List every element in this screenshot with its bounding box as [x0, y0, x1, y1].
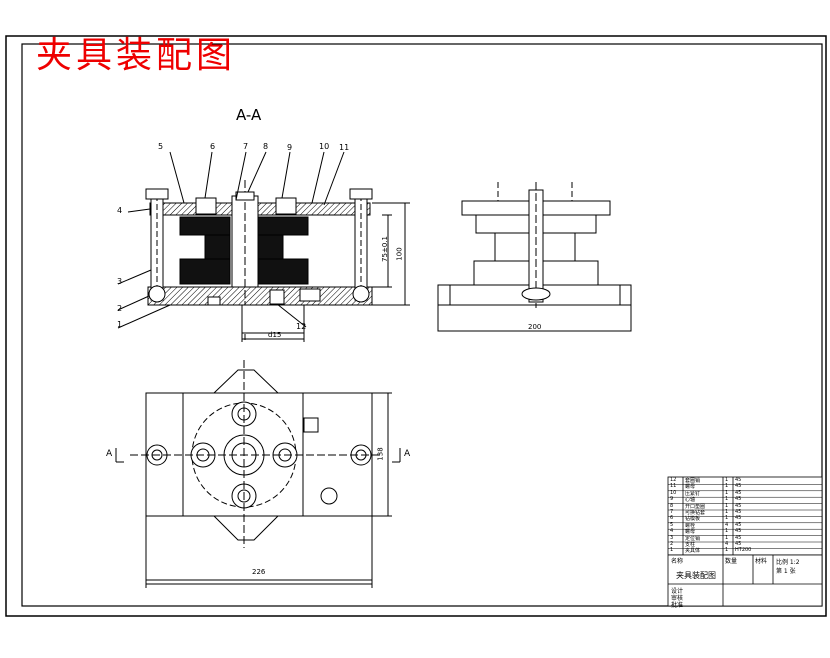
right-post	[354, 194, 368, 301]
parts-row-material: HT200	[735, 547, 752, 554]
header-name: 名称	[671, 558, 684, 565]
parts-row-name: 支柱	[685, 542, 696, 548]
callout-5: 5	[158, 142, 164, 151]
parts-row-name: 套圈销	[685, 478, 701, 484]
callout-4: 4	[117, 206, 123, 215]
parts-row-no: 4	[670, 528, 674, 535]
outer-frame	[5, 35, 827, 617]
parts-row-material: 45	[735, 502, 742, 509]
callout-10: 10	[319, 142, 330, 151]
parts-row-no: 8	[670, 502, 674, 509]
section-view-a-a	[117, 151, 410, 342]
parts-row-name: 螺母	[685, 529, 696, 536]
parts-row-name: 螺母	[685, 484, 696, 491]
callout-1: 1	[117, 320, 123, 329]
drawing-title: 夹具装配图	[36, 35, 237, 76]
parts-row-no: 3	[670, 534, 674, 541]
parts-row-qty: 1	[725, 477, 729, 483]
parts-row-qty: 4	[725, 541, 729, 547]
parts-row-material: 45	[735, 515, 742, 522]
parts-row-no: 10	[670, 489, 677, 496]
dim-226: 226	[252, 568, 266, 576]
parts-row-material: 45	[735, 489, 742, 496]
parts-row-name: 定位销	[685, 535, 701, 542]
parts-row-material: 45	[735, 496, 742, 503]
top-plate	[149, 202, 371, 216]
parts-row-material: 45	[735, 509, 742, 515]
parts-row-name: 可换钻套	[685, 510, 706, 516]
callout-8: 8	[263, 142, 269, 151]
base-plate	[147, 286, 373, 306]
dim-d15: d15	[268, 331, 282, 339]
parts-row-no: 2	[670, 541, 674, 547]
title-block-scale: 比例 1:2	[776, 559, 800, 566]
parts-row-no: 12	[670, 477, 677, 483]
title-block	[667, 476, 823, 607]
callout-11: 11	[339, 143, 350, 152]
header-material: 材料	[755, 558, 768, 565]
parts-row-material: 45	[735, 521, 742, 528]
parts-row-qty: 1	[725, 483, 729, 490]
parts-row-name: 夹具体	[685, 548, 701, 555]
sign-row-2: 审核	[671, 595, 684, 602]
parts-row-name: 压紧钉	[685, 490, 701, 497]
lower-boss	[241, 304, 305, 334]
parts-row-qty: 1	[725, 534, 729, 541]
header-qty: 数量	[725, 558, 738, 565]
callout-9: 9	[287, 143, 293, 152]
callout-7: 7	[243, 142, 249, 151]
parts-row-no: 9	[670, 496, 674, 503]
sign-row-3: 批准	[671, 602, 684, 609]
parts-row-qty: 1	[725, 489, 729, 496]
dim-100: 100	[395, 247, 404, 261]
parts-row-qty: 4	[725, 521, 729, 528]
parts-row-material: 45	[735, 534, 742, 541]
parts-row-qty: 1	[725, 509, 729, 515]
parts-row-name: 心轴	[685, 497, 696, 504]
parts-row-material: 45	[735, 477, 742, 483]
parts-row-material: 45	[735, 528, 742, 535]
callout-12: 12	[296, 322, 307, 331]
title-block-sheet: 第 1 张	[776, 568, 796, 575]
section-marker-right: A	[404, 449, 411, 459]
parts-row-qty: 1	[725, 528, 729, 535]
inner-frame	[21, 43, 823, 607]
parts-row-material: 45	[735, 541, 742, 547]
dim-75: 75±0.1	[380, 236, 389, 262]
parts-row-name: 开口垫圈	[685, 503, 706, 510]
section-label: A-A	[236, 106, 262, 124]
parts-row-no: 11	[670, 483, 677, 490]
parts-row-name: 钻模板	[685, 516, 701, 523]
parts-row-no: 5	[670, 521, 674, 528]
workpiece-block	[179, 216, 231, 236]
title-block-drawing-name: 夹具装配图	[676, 571, 716, 580]
side-view	[437, 182, 632, 332]
parts-row-qty: 1	[725, 547, 729, 554]
parts-row-no: 7	[670, 509, 674, 515]
parts-row-qty: 1	[725, 502, 729, 509]
callout-6: 6	[210, 142, 216, 151]
top-view	[115, 360, 401, 588]
dim-200: 200	[528, 323, 542, 331]
parts-row-name: 螺栓	[685, 522, 696, 529]
section-marker-left: A	[106, 449, 113, 459]
parts-row-no: 1	[670, 547, 674, 554]
parts-row-no: 6	[670, 515, 674, 522]
parts-row-qty: 1	[725, 515, 729, 522]
sign-row-1: 设计	[671, 588, 684, 595]
callout-2: 2	[117, 304, 123, 313]
dim-138: 138	[376, 447, 385, 461]
callout-3: 3	[117, 277, 123, 286]
parts-row-material: 45	[735, 483, 742, 490]
left-post	[150, 194, 164, 301]
parts-row-qty: 1	[725, 496, 729, 503]
